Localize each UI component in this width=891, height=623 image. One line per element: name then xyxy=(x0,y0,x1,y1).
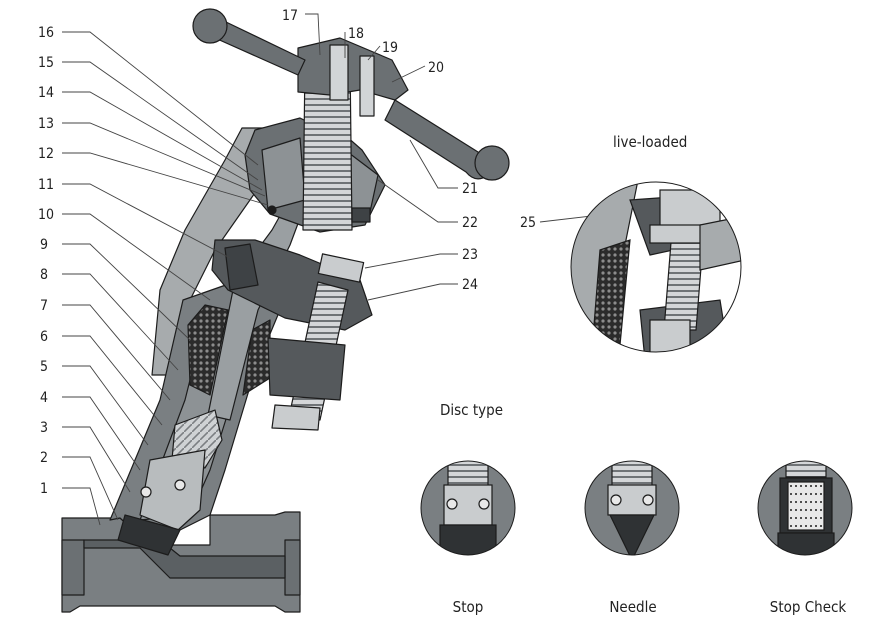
detail-title: live-loaded xyxy=(613,133,687,151)
callout-2: 2 xyxy=(40,450,48,466)
callout-14: 14 xyxy=(38,85,54,101)
callout-10: 10 xyxy=(38,207,54,223)
callout-7: 7 xyxy=(40,298,48,314)
callout-5: 5 xyxy=(40,359,48,375)
disc xyxy=(139,449,206,531)
disc-type-stop-check xyxy=(757,460,853,556)
disc-type-needle xyxy=(584,460,680,556)
disc-section-title: Disc type xyxy=(440,401,503,419)
callout-15: 15 xyxy=(38,55,54,71)
callout-labels: 16 15 14 13 12 11 10 9 8 7 6 5 4 3 2 1 1… xyxy=(38,8,536,497)
callout-4: 4 xyxy=(40,390,48,406)
disc-label-needle: Needle xyxy=(609,598,656,616)
callout-1: 1 xyxy=(40,481,48,497)
callout-leader-lines xyxy=(62,13,661,526)
handwheel-arm xyxy=(384,99,490,180)
disc-label-stop: Stop xyxy=(453,598,484,616)
callout-8: 8 xyxy=(40,267,48,283)
callout-13: 13 xyxy=(38,116,54,132)
disc-type-stop xyxy=(420,460,516,556)
callout-9: 9 xyxy=(40,237,48,253)
callout-23: 23 xyxy=(462,247,478,263)
callout-18: 18 xyxy=(348,26,364,42)
packing xyxy=(187,304,229,396)
callout-6: 6 xyxy=(40,329,48,345)
valve-body-illustration xyxy=(61,8,510,613)
callout-12: 12 xyxy=(38,146,54,162)
callout-24: 24 xyxy=(462,277,478,293)
callout-17: 17 xyxy=(282,8,298,24)
callout-20: 20 xyxy=(428,60,444,76)
callout-25: 25 xyxy=(520,215,536,231)
disc-label-stop-check: Stop Check xyxy=(770,598,847,616)
callout-11: 11 xyxy=(38,177,54,193)
callout-3: 3 xyxy=(40,420,48,436)
callout-16: 16 xyxy=(38,25,54,41)
callout-19: 19 xyxy=(382,40,398,56)
callout-21: 21 xyxy=(462,181,478,197)
callout-22: 22 xyxy=(462,215,478,231)
live-loaded-detail xyxy=(570,181,742,353)
